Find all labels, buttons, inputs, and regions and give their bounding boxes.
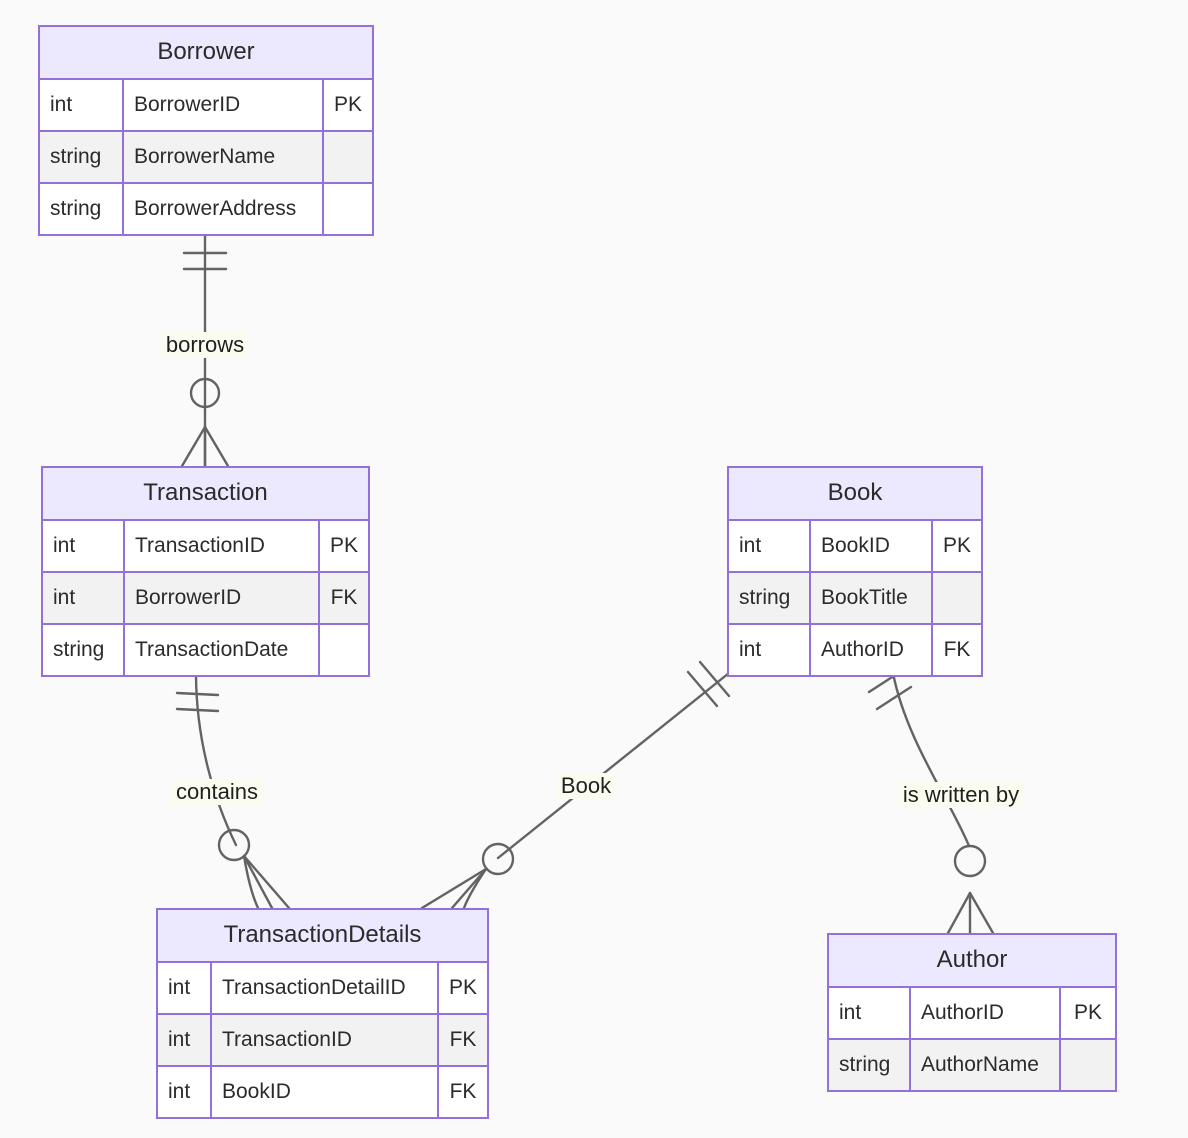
- attribute-row[interactable]: int TransactionID FK: [158, 1015, 487, 1067]
- attribute-type: string: [40, 184, 124, 234]
- attribute-row[interactable]: int TransactionID PK: [43, 521, 368, 573]
- attribute-type: int: [158, 1015, 212, 1065]
- attribute-row[interactable]: string TransactionDate: [43, 625, 368, 675]
- attribute-key: [324, 132, 372, 182]
- entity-borrower[interactable]: Borrower int BorrowerID PK string Borrow…: [38, 25, 374, 236]
- attribute-key: [320, 625, 368, 675]
- entity-transaction[interactable]: Transaction int TransactionID PK int Bor…: [41, 466, 370, 677]
- attribute-key: PK: [330, 534, 359, 557]
- entity-title-transaction: Transaction: [43, 468, 368, 521]
- attribute-type: string: [43, 625, 125, 675]
- entity-transactiondetails[interactable]: TransactionDetails int TransactionDetail…: [156, 908, 489, 1119]
- attribute-row[interactable]: int BookID PK: [729, 521, 981, 573]
- attribute-type: int: [829, 988, 911, 1038]
- attribute-key: FK: [449, 1080, 477, 1103]
- entity-book[interactable]: Book int BookID PK string BookTitle int …: [727, 466, 983, 677]
- attribute-key: [324, 184, 372, 234]
- attribute-name: TransactionDate: [125, 625, 320, 675]
- attribute-type: string: [729, 573, 811, 623]
- entity-author[interactable]: Author int AuthorID PK string AuthorName: [827, 933, 1117, 1092]
- attribute-row[interactable]: string BookTitle: [729, 573, 981, 625]
- attribute-name: AuthorID: [911, 988, 1061, 1038]
- attribute-key: PK: [449, 976, 478, 999]
- attribute-name: BorrowerAddress: [124, 184, 324, 234]
- relationship-label-contains: contains: [172, 779, 262, 805]
- attribute-type: int: [729, 625, 811, 675]
- attribute-type: int: [43, 521, 125, 571]
- attribute-name: AuthorName: [911, 1040, 1061, 1090]
- attribute-key: [1061, 1040, 1115, 1090]
- attribute-row[interactable]: int BookID FK: [158, 1067, 487, 1117]
- entity-title-borrower: Borrower: [40, 27, 372, 80]
- entity-title-author: Author: [829, 935, 1115, 988]
- attribute-row[interactable]: int AuthorID PK: [829, 988, 1115, 1040]
- attribute-name: TransactionDetailID: [212, 963, 439, 1013]
- relationship-label-is-written-by: is written by: [898, 782, 1024, 808]
- attribute-name: BorrowerID: [124, 80, 324, 130]
- attribute-type: int: [43, 573, 125, 623]
- attribute-key: FK: [330, 586, 358, 609]
- attribute-type: string: [40, 132, 124, 182]
- attribute-key: FK: [943, 638, 971, 661]
- entity-title-book: Book: [729, 468, 981, 521]
- attribute-type: int: [40, 80, 124, 130]
- attribute-name: BookID: [811, 521, 933, 571]
- relationship-label-book: Book: [556, 773, 616, 799]
- attribute-type: int: [158, 1067, 212, 1117]
- attribute-name: TransactionID: [212, 1015, 439, 1065]
- attribute-name: BookTitle: [811, 573, 933, 623]
- attribute-key: PK: [334, 93, 363, 116]
- attribute-row[interactable]: int TransactionDetailID PK: [158, 963, 487, 1015]
- attribute-key: PK: [1073, 1001, 1102, 1024]
- attribute-name: BookID: [212, 1067, 439, 1117]
- attribute-name: BorrowerName: [124, 132, 324, 182]
- attribute-row[interactable]: string BorrowerAddress: [40, 184, 372, 234]
- attribute-row[interactable]: int BorrowerID PK: [40, 80, 372, 132]
- attribute-type: int: [729, 521, 811, 571]
- entity-title-transactiondetails: TransactionDetails: [158, 910, 487, 963]
- attribute-key: FK: [449, 1028, 477, 1051]
- attribute-row[interactable]: string AuthorName: [829, 1040, 1115, 1090]
- attribute-row[interactable]: string BorrowerName: [40, 132, 372, 184]
- attribute-key: [933, 573, 981, 623]
- relationship-label-borrows: borrows: [161, 332, 249, 358]
- attribute-type: string: [829, 1040, 911, 1090]
- attribute-row[interactable]: int AuthorID FK: [729, 625, 981, 675]
- attribute-row[interactable]: int BorrowerID FK: [43, 573, 368, 625]
- attribute-name: TransactionID: [125, 521, 320, 571]
- attribute-key: PK: [943, 534, 972, 557]
- attribute-type: int: [158, 963, 212, 1013]
- attribute-name: BorrowerID: [125, 573, 320, 623]
- attribute-name: AuthorID: [811, 625, 933, 675]
